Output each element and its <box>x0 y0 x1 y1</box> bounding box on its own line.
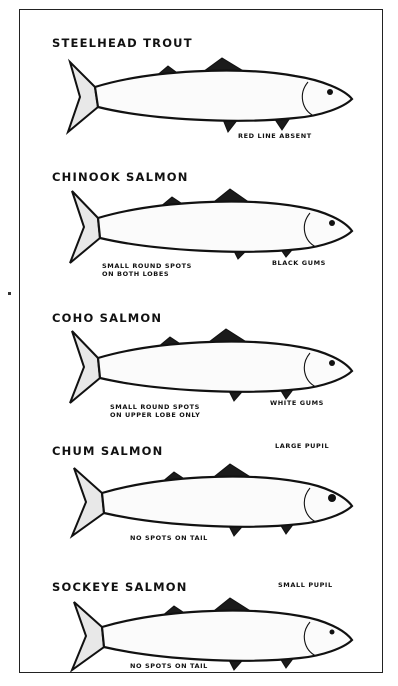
chinook-panel: CHINOOK SALMON SMALL ROUND SPOTS ON BOTH… <box>20 145 382 275</box>
chum-title: CHUM SALMON <box>52 444 163 458</box>
chinook-note-3: BLACK GUMS <box>272 259 326 267</box>
coho-panel: COHO SALMON SMALL ROUND SPOTS ON UPPER L… <box>20 275 382 410</box>
chum-panel: CHUM SALMON LARGE PUPIL NO SPOTS ON TAIL <box>20 410 382 550</box>
sockeye-panel: SOCKEYE SALMON SMALL PUPIL NO SPOTS ON T… <box>20 550 382 674</box>
steelhead-title: STEELHEAD TROUT <box>52 36 193 50</box>
fish-identification-chart: STEELHEAD TROUT RED LINE ABSENT CHINOOK … <box>19 9 383 673</box>
steelhead-note-1: RED LINE ABSENT <box>238 132 312 140</box>
steelhead-fish-drawing <box>60 52 360 142</box>
sockeye-fish-drawing <box>60 592 360 682</box>
sockeye-note-1: SMALL PUPIL <box>278 581 333 589</box>
chum-fish-drawing <box>60 458 360 548</box>
coho-note-3: WHITE GUMS <box>270 399 324 407</box>
edge-mark <box>8 292 11 295</box>
sockeye-note-2: NO SPOTS ON TAIL <box>130 662 208 670</box>
steelhead-panel: STEELHEAD TROUT RED LINE ABSENT <box>20 10 382 145</box>
chinook-note-1: SMALL ROUND SPOTS <box>102 262 192 270</box>
chum-note-1: LARGE PUPIL <box>275 442 329 450</box>
chinook-title: CHINOOK SALMON <box>52 170 189 184</box>
chum-note-2: NO SPOTS ON TAIL <box>130 534 208 542</box>
